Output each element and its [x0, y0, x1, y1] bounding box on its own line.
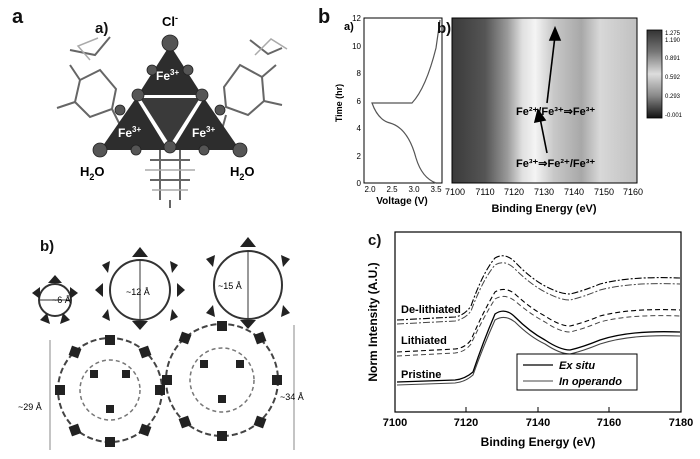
panel-a-sub-a: a) [95, 20, 109, 37]
svg-text:7140: 7140 [526, 417, 550, 429]
sub-b-label: b) [437, 20, 452, 37]
cage-left [55, 335, 165, 447]
colorbar-ticks: 1.275 1.190 0.891 0.592 0.293 -0.001 [665, 31, 683, 119]
chloride-label: Cl- [162, 13, 178, 29]
svg-text:7120: 7120 [504, 187, 524, 197]
sub-a-label: a) [344, 21, 354, 33]
pore-small-label: ~6 Å [52, 295, 71, 305]
lithiated-in-operando [396, 295, 681, 357]
pristine-ex-situ [396, 310, 681, 383]
panel-b-letter: b [318, 6, 331, 28]
water-right-label: H2O [230, 164, 255, 182]
svg-text:7130: 7130 [534, 187, 554, 197]
oxygen-atoms [92, 34, 248, 158]
pore-large-label: ~15 Å [218, 281, 242, 291]
svg-text:6: 6 [357, 97, 362, 106]
panel-a-letter: a [12, 6, 24, 28]
svg-text:4: 4 [357, 124, 362, 133]
svg-text:-0.001: -0.001 [665, 113, 683, 119]
svg-text:7110: 7110 [475, 187, 494, 197]
svg-text:7180: 7180 [669, 417, 693, 429]
fe-trimer-cluster: Cl- Fe3+ Fe3+ Fe3+ H2O H2O [56, 13, 288, 208]
delithiated-in-operando [396, 262, 681, 325]
legend-ex-situ: Ex situ [559, 360, 595, 372]
cage-right-label: ~34 Å [280, 392, 304, 402]
svg-text:0.592: 0.592 [665, 75, 681, 81]
svg-text:0: 0 [357, 179, 362, 188]
delithiated-ex-situ [396, 255, 681, 321]
voltage-ticks: 2.0 2.5 3.0 3.5 [364, 185, 442, 194]
voltage-axis-label: Voltage (V) [376, 196, 427, 207]
pore-large [206, 237, 290, 329]
time-axis-label: Time (hr) [334, 84, 344, 122]
svg-text:7150: 7150 [594, 187, 614, 197]
svg-text:7160: 7160 [623, 187, 643, 197]
svg-text:2.0: 2.0 [364, 185, 376, 194]
pristine-in-operando [396, 316, 681, 386]
spectra-legend: Ex situ In operando [516, 353, 638, 391]
svg-text:7100: 7100 [445, 187, 465, 197]
pore-cage-diagram: ~6 Å ~12 Å ~15 Å ~29 Å ~34 Å [18, 237, 304, 450]
colorbar: 1.275 1.190 0.891 0.592 0.293 -0.001 [646, 29, 683, 119]
svg-text:3.0: 3.0 [408, 185, 420, 194]
x-ticks-marks [394, 407, 682, 412]
xanes-spectra-plot: 7100 7120 7140 7160 7180 Binding Energy … [366, 231, 693, 449]
heatmap-arrows [533, 25, 562, 154]
fe-top-polyhedron [138, 45, 202, 95]
svg-text:2: 2 [357, 152, 362, 161]
fe-right-polyhedron [172, 98, 240, 150]
cage-left-label: ~29 Å [18, 402, 42, 412]
sub-c-label: c) [368, 232, 382, 249]
x-tick-labels: 7100 7120 7140 7160 7180 [383, 417, 693, 429]
svg-text:3.5: 3.5 [430, 185, 442, 194]
svg-text:0.891: 0.891 [665, 56, 681, 62]
svg-text:7160: 7160 [597, 417, 621, 429]
svg-text:7120: 7120 [454, 417, 478, 429]
annot-upper: Fe²⁺/Fe³⁺⇒Fe³⁺ [516, 106, 595, 118]
cage-right [162, 321, 282, 441]
fe-left-polyhedron [100, 98, 168, 150]
label-pristine: Pristine [401, 369, 441, 381]
pore-medium [95, 247, 185, 330]
annot-lower: Fe³⁺⇒Fe²⁺/Fe³⁺ [516, 158, 595, 170]
svg-text:1.190: 1.190 [665, 38, 681, 44]
water-left-label: H2O [80, 164, 105, 182]
svg-text:7100: 7100 [383, 417, 407, 429]
svg-text:10: 10 [352, 42, 361, 51]
svg-text:0.293: 0.293 [665, 94, 681, 100]
time-ticks: 0 2 4 6 8 10 12 [352, 14, 361, 188]
xanes-heatmap: Fe²⁺/Fe³⁺⇒Fe³⁺ Fe³⁺⇒Fe²⁺/Fe³⁺ 7100 7110 … [445, 17, 643, 215]
label-lithiated: Lithiated [401, 335, 447, 347]
voltage-time-plot: a) 0 2 4 6 8 10 12 2.0 2.5 3.0 3.5 Time … [334, 14, 443, 207]
iron-left-label: Fe3+ [118, 125, 141, 140]
svg-text:2.5: 2.5 [386, 185, 398, 194]
spectra-y-axis-label: Norm Intensity (A.U.) [366, 262, 380, 381]
energy-axis-label: Binding Energy (eV) [491, 203, 596, 215]
label-delithiated: De-lithiated [401, 304, 461, 316]
voltage-curve [371, 19, 441, 184]
svg-text:1.275: 1.275 [665, 31, 681, 37]
pore-small [32, 275, 78, 324]
spectra-x-axis-label: Binding Energy (eV) [481, 435, 596, 449]
energy-ticks: 7100 7110 7120 7130 7140 7150 7160 [445, 187, 643, 197]
svg-text:8: 8 [357, 69, 362, 78]
legend-in-operando: In operando [559, 376, 622, 388]
panel-a-sub-b: b) [40, 238, 55, 255]
iron-right-label: Fe3+ [192, 125, 215, 140]
pore-medium-label: ~12 Å [126, 287, 150, 297]
iron-top-label: Fe3+ [156, 68, 179, 83]
lithiated-ex-situ [396, 288, 681, 353]
svg-text:7140: 7140 [564, 187, 584, 197]
svg-text:12: 12 [352, 14, 361, 23]
